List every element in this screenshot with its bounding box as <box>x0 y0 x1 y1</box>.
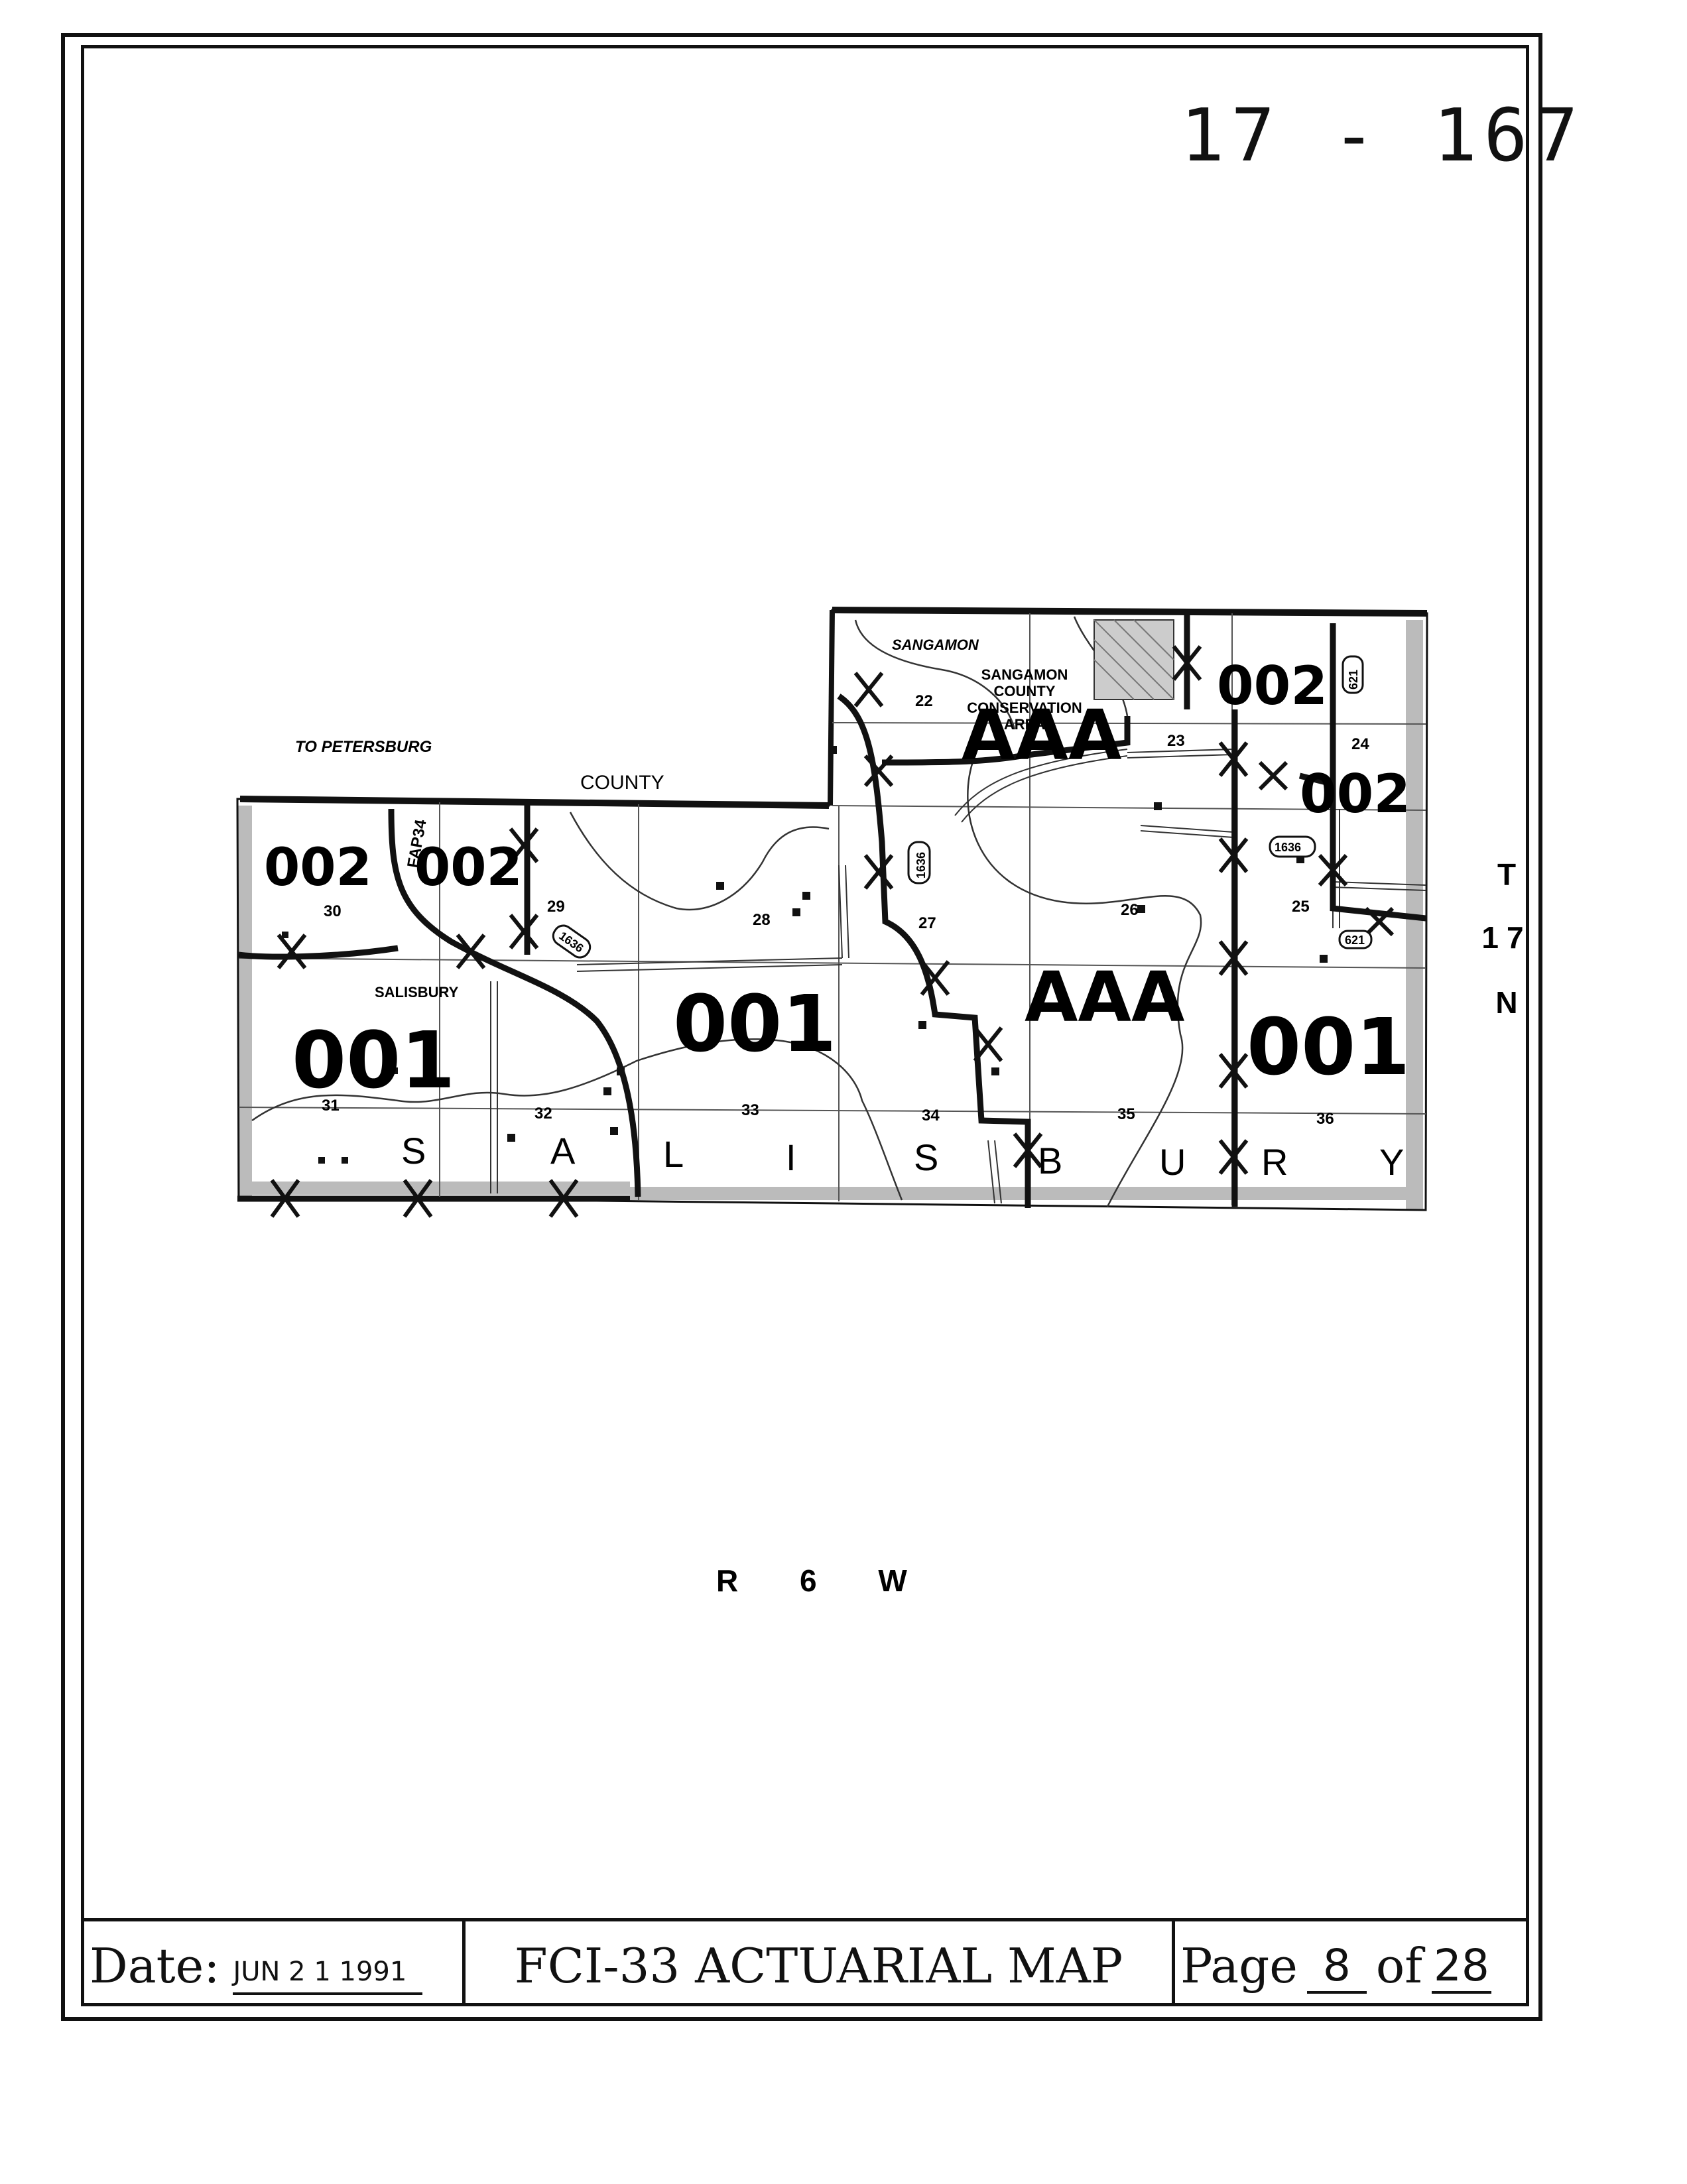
route-1636-c: 1636 <box>1275 841 1301 854</box>
section-22: 22 <box>915 692 933 710</box>
map-title: FCI-33 ACTUARIAL MAP <box>466 1921 1175 2003</box>
county-line-step <box>828 609 835 806</box>
document-number: 17 - 167 <box>1180 93 1585 178</box>
date-value: JUN 2 1 1991 <box>233 1957 423 1995</box>
conservation-line-1: SANGAMON <box>981 666 1068 683</box>
conservation-line-3: CONSERVATION <box>967 699 1082 716</box>
township-n: N <box>1495 985 1517 1020</box>
conservation-line-4: AREA <box>1004 716 1045 733</box>
zone-aaa-north: AAA <box>962 695 1121 776</box>
zone-002-east: 002 <box>1300 763 1410 825</box>
conservation-hatch-lines <box>1093 619 1174 700</box>
south-shading-west <box>239 1182 630 1195</box>
outer-border <box>61 33 1542 2021</box>
township-letter-l: L <box>663 1133 684 1175</box>
to-petersburg-label: TO PETERSBURG <box>295 738 432 756</box>
conservation-line-2: COUNTY <box>994 683 1056 699</box>
page-total: 28 <box>1431 1940 1491 1994</box>
page-label: Page <box>1180 1938 1298 1994</box>
section-30: 30 <box>324 902 342 920</box>
range-label: R 6 W <box>716 1563 934 1598</box>
section-33: 33 <box>741 1101 759 1119</box>
township-letter-s: S <box>401 1130 426 1172</box>
date-label: Date: <box>90 1938 220 1994</box>
township-17: 17 <box>1481 920 1531 955</box>
conservation-area-label: SANGAMON COUNTY CONSERVATION AREA <box>967 666 1082 733</box>
zone-aaa-south: AAA <box>1025 957 1184 1038</box>
county-line-north <box>832 607 1428 617</box>
zone-002-center: 002 <box>414 838 523 898</box>
section-31: 31 <box>322 1097 340 1115</box>
township-letter-s2: S <box>914 1136 938 1178</box>
inner-border <box>81 45 1529 2006</box>
route-621-a: 621 <box>1345 934 1365 947</box>
township-t: T <box>1497 857 1516 892</box>
of-label: of <box>1375 1938 1422 1994</box>
footer-bar: Date: JUN 2 1 1991 FCI-33 ACTUARIAL MAP … <box>84 1918 1526 2003</box>
route-1636-b: 1636 <box>914 852 928 879</box>
zone-002-west: 002 <box>264 838 372 898</box>
minor-roads <box>490 749 1426 1204</box>
date-cell: Date: JUN 2 1 1991 <box>84 1921 466 2003</box>
township-letter-b: B <box>1038 1140 1062 1182</box>
section-26: 26 <box>1121 901 1139 919</box>
township-name: S A L I S B U R Y <box>401 1130 1404 1183</box>
page-cell: Page 8 of 28 <box>1175 1921 1526 2003</box>
zone-001-east: 001 <box>1247 1001 1410 1093</box>
township-number-label: T 17 N <box>1481 857 1531 1020</box>
zone-001-center: 001 <box>673 978 836 1069</box>
township-letter-a: A <box>550 1130 576 1172</box>
township-letter-r: R <box>1261 1141 1288 1183</box>
county-label: COUNTY <box>580 772 664 794</box>
zone-002-northeast: 002 <box>1217 655 1328 717</box>
sangamon-river-label: SANGAMON <box>892 637 979 653</box>
streams <box>251 616 1202 1207</box>
page-number: 8 <box>1306 1940 1367 1994</box>
route-shields: 1636 1636 1636 621 621 <box>552 655 1373 959</box>
section-numbers: 22 23 24 25 26 27 28 29 30 31 32 33 34 3… <box>322 692 1369 1128</box>
township-letter-i: I <box>786 1136 796 1178</box>
zone-labels: 002 002 002 002 001 001 001 AAA AAA <box>264 655 1410 1106</box>
county-line-west <box>239 796 830 809</box>
section-25: 25 <box>1292 898 1310 916</box>
west-shading <box>237 806 252 1197</box>
section-28: 28 <box>753 911 771 929</box>
zone-001-west: 001 <box>292 1014 455 1106</box>
township-letter-u: U <box>1159 1141 1186 1183</box>
section-24: 24 <box>1351 735 1369 753</box>
x-markers <box>270 645 1395 1218</box>
section-34: 34 <box>922 1107 940 1124</box>
section-35: 35 <box>1117 1105 1135 1123</box>
salisbury-town-label: SALISBURY <box>375 984 459 1001</box>
section-32: 32 <box>534 1105 552 1122</box>
township-letter-y: Y <box>1379 1141 1404 1183</box>
farmsteads <box>282 746 1328 1164</box>
section-29: 29 <box>547 898 565 916</box>
route-621-b: 621 <box>1347 670 1360 690</box>
section-23: 23 <box>1167 732 1185 750</box>
section-36: 36 <box>1316 1110 1334 1128</box>
highway <box>388 808 641 1197</box>
section-27: 27 <box>918 914 936 932</box>
